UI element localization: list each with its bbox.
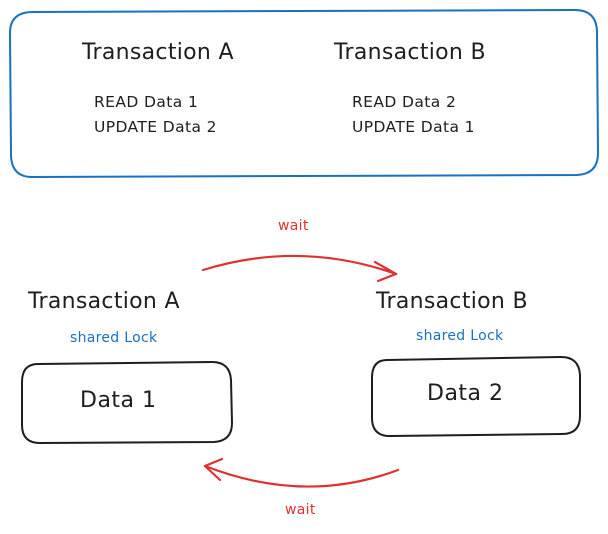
wait-arrow-b-to-a [203, 457, 400, 488]
wait-label-bottom: wait [285, 502, 316, 518]
summary-transaction-b-op-1: READ Data 2 [352, 93, 457, 111]
summary-transaction-a-op-1: READ Data 1 [94, 93, 199, 111]
summary-transaction-b-op-2: UPDATE Data 1 [352, 118, 475, 136]
summary-transaction-a-title: Transaction A [82, 40, 234, 65]
summary-transaction-a-op-2: UPDATE Data 2 [94, 118, 217, 136]
wait-arrow-a-to-b [201, 254, 398, 283]
data-2-box [371, 355, 581, 438]
data-1-box [21, 360, 234, 445]
data-2-label: Data 2 [427, 381, 504, 406]
transaction-b-lock-label: shared Lock [416, 328, 504, 344]
transaction-a-lock-label: shared Lock [70, 330, 158, 346]
transaction-a-title: Transaction A [28, 289, 180, 314]
transaction-b-title: Transaction B [376, 289, 528, 314]
data-1-label: Data 1 [80, 388, 157, 413]
summary-box [8, 8, 600, 179]
summary-transaction-b-title: Transaction B [334, 40, 486, 65]
wait-label-top: wait [278, 218, 309, 234]
